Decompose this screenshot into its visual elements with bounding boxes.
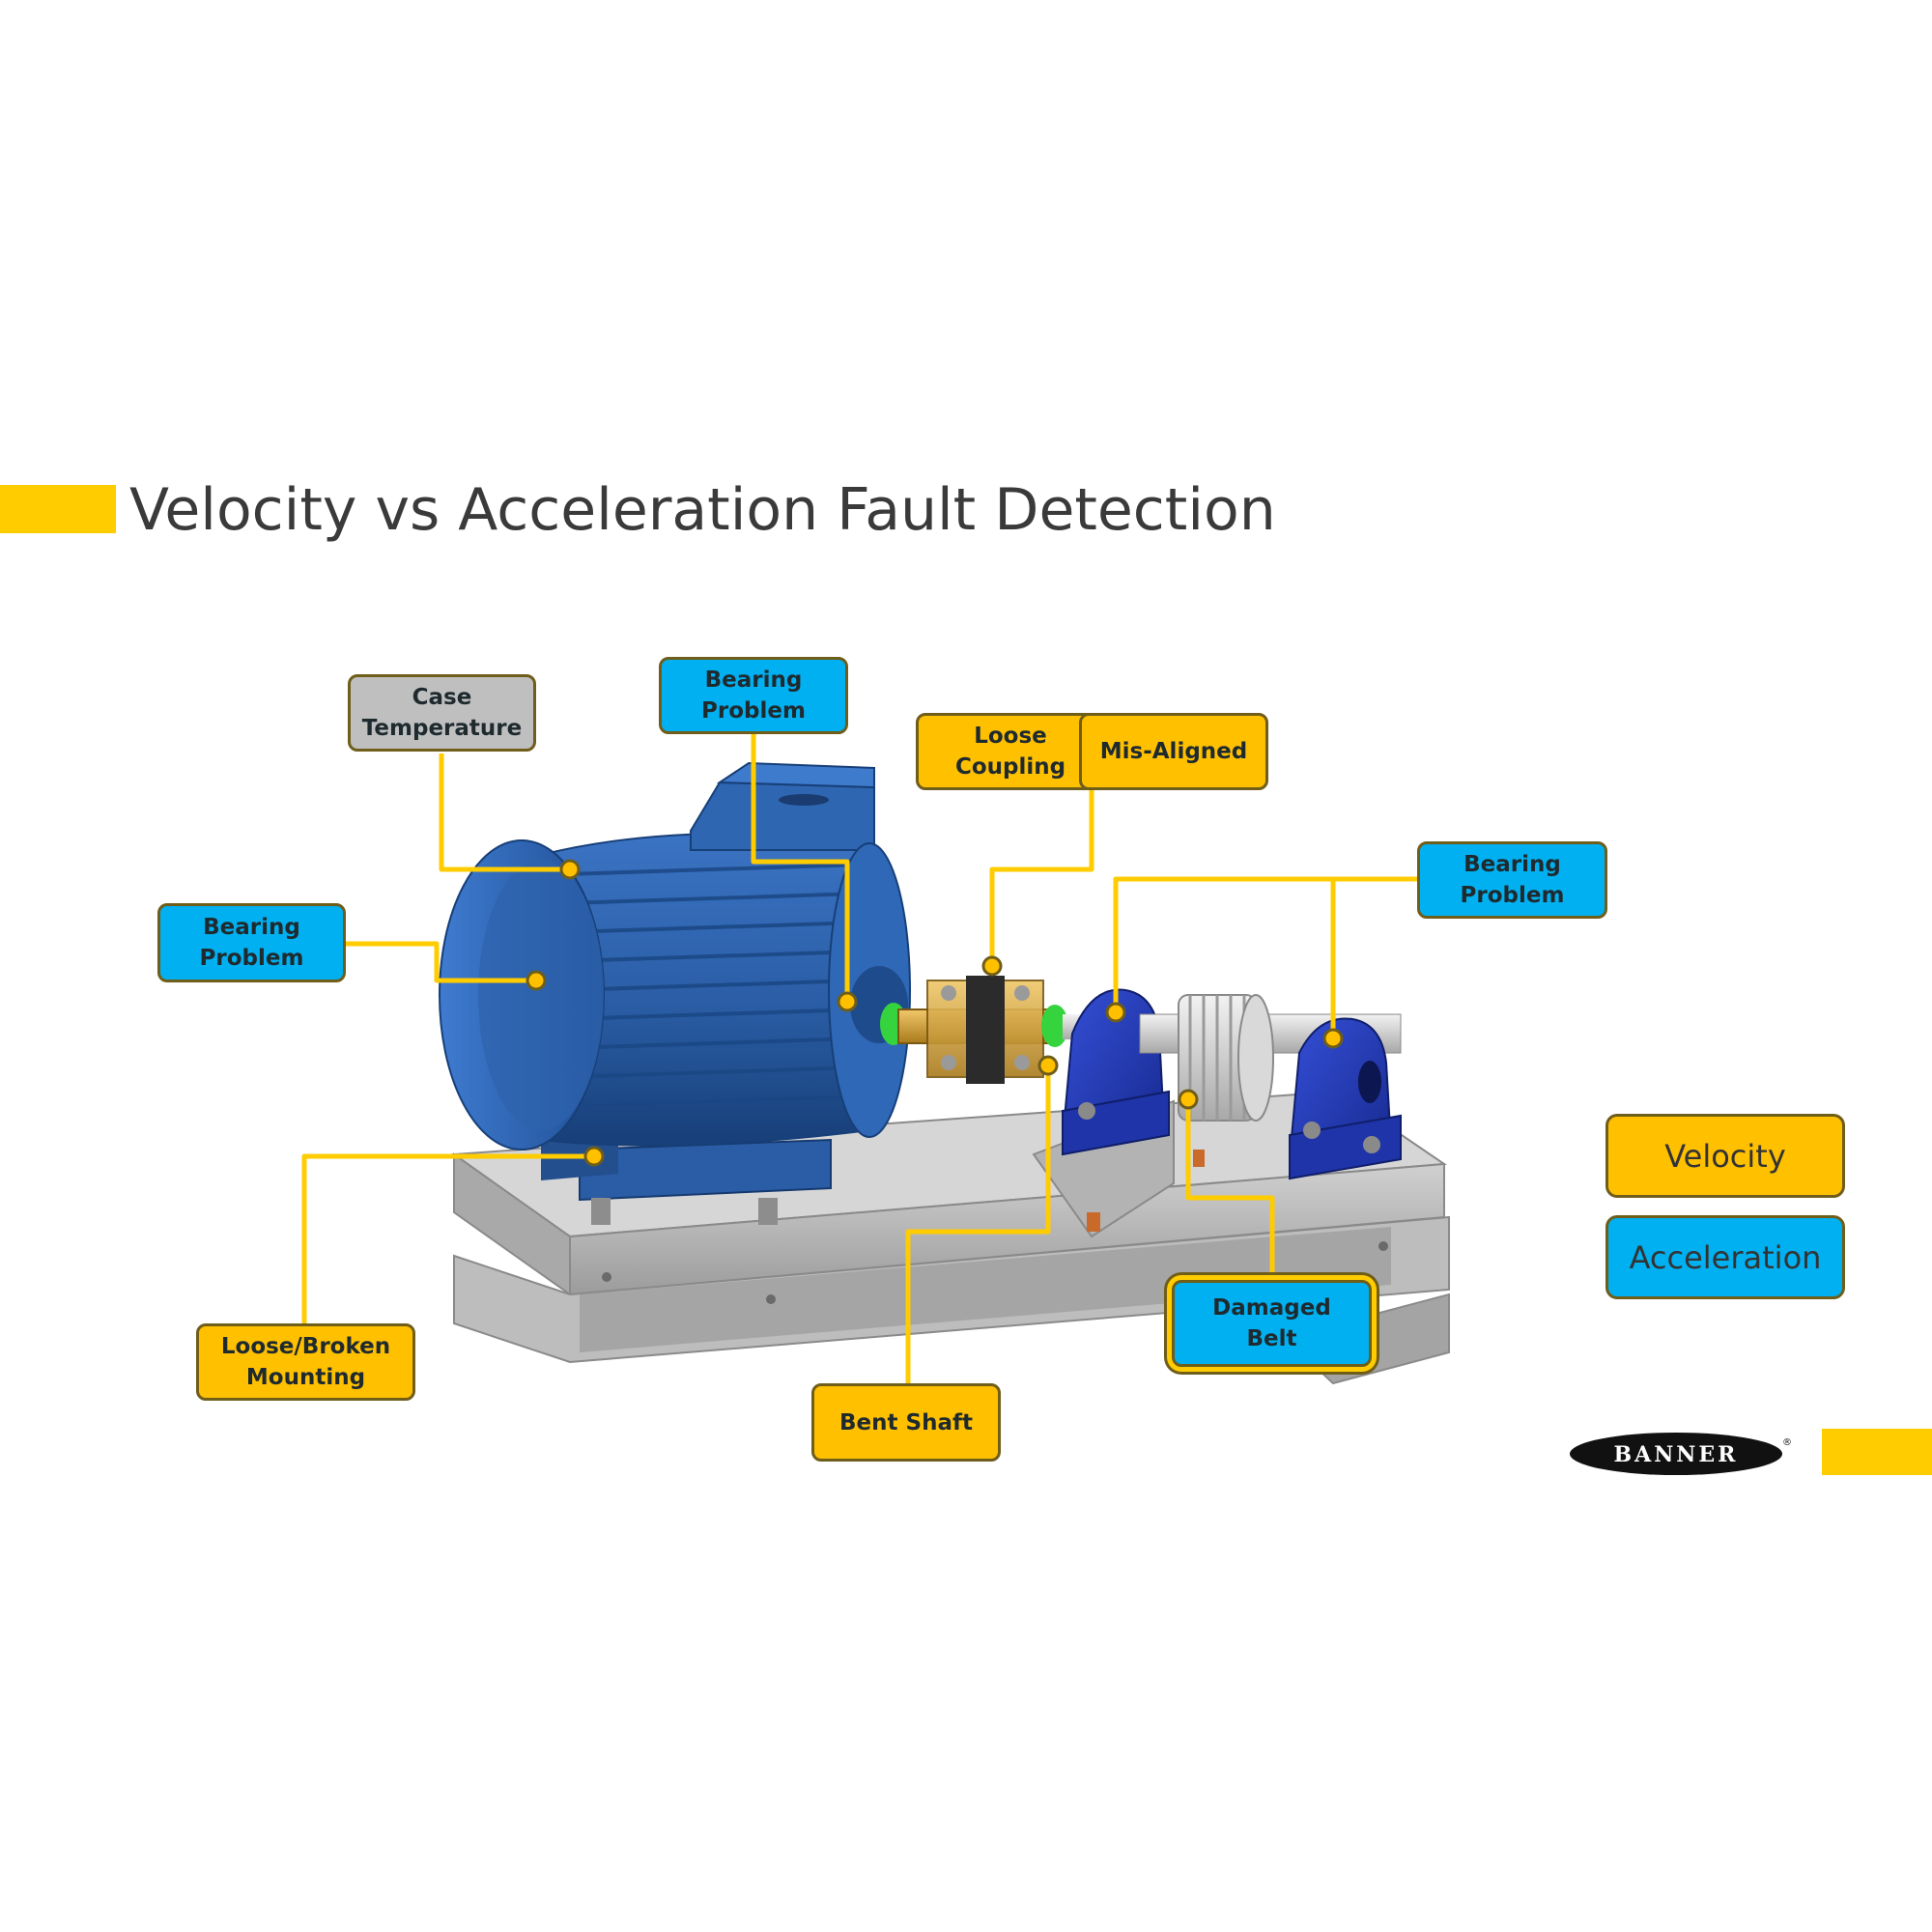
title-accent-bar bbox=[0, 485, 116, 533]
legend-acceleration: Acceleration bbox=[1605, 1215, 1845, 1299]
motor bbox=[439, 761, 911, 1225]
legend-velocity: Velocity bbox=[1605, 1114, 1845, 1198]
page-title: Velocity vs Acceleration Fault Detection bbox=[129, 476, 1276, 544]
callout-damaged-belt: Damaged Belt bbox=[1172, 1280, 1372, 1367]
banner-logo-text: BANNER bbox=[1614, 1442, 1739, 1467]
banner-logo: BANNER ® bbox=[1570, 1433, 1792, 1475]
callout-case-temperature: Case Temperature bbox=[348, 674, 536, 752]
registered-mark: ® bbox=[1782, 1437, 1792, 1448]
callout-loose-broken-mounting: Loose/Broken Mounting bbox=[196, 1323, 415, 1401]
bearing-pulley-assembly bbox=[1061, 988, 1402, 1180]
callout-bearing-problem-motor-rear: Bearing Problem bbox=[157, 903, 346, 982]
callout-mis-aligned: Mis-Aligned bbox=[1079, 713, 1268, 790]
footer-accent-bar bbox=[1822, 1429, 1932, 1475]
leader-lines bbox=[301, 734, 1419, 1383]
callout-loose-coupling: Loose Coupling bbox=[916, 713, 1105, 790]
callout-bearing-problem-motor-front: Bearing Problem bbox=[659, 657, 848, 734]
coupling bbox=[897, 976, 1121, 1084]
callout-bearing-problem-pillow-blocks: Bearing Problem bbox=[1417, 841, 1607, 919]
callout-bent-shaft: Bent Shaft bbox=[811, 1383, 1001, 1462]
leader-dots bbox=[526, 859, 1344, 1167]
